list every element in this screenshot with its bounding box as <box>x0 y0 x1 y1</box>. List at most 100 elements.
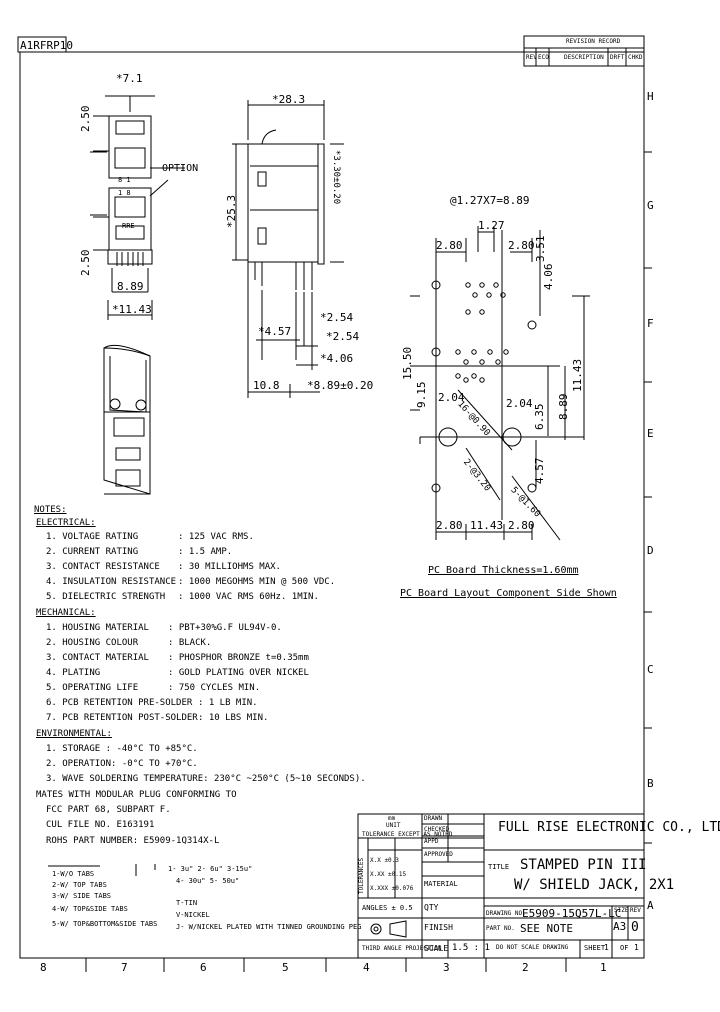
note-line: 3. CONTACT RESISTANCE <box>46 562 160 572</box>
doc-id: A1RFRP10 <box>20 39 73 52</box>
pn-gold: 4- 30u" 5- 50u" <box>176 877 240 885</box>
title-block <box>357 813 645 959</box>
rev-col-rev: REV <box>526 54 537 61</box>
note-cul: CUL FILE NO. E163191 <box>46 820 155 830</box>
note-value: : BLACK. <box>168 638 212 648</box>
dim-8.89: 8.89 <box>557 393 570 421</box>
tb-material-label: MATERIAL <box>424 880 458 888</box>
zone-letter: F <box>647 317 654 330</box>
tb-unless-note: TOLERANCE EXCEPT AS NOTED <box>362 831 453 838</box>
note-line: 4. INSULATION RESISTANCE <box>46 577 177 587</box>
tb-unit-sub: UNIT <box>386 822 401 829</box>
note-fcc: FCC PART 68, SUBPART F. <box>46 805 171 815</box>
dim-1.27: 1.27 <box>478 219 505 232</box>
note-line: 2. CURRENT RATING <box>46 547 139 557</box>
caption-board-layout: PC Board Layout Component Side Shown <box>400 588 617 599</box>
dim-holes: @1.27X7=8.89 <box>450 194 530 207</box>
dim-11.43-v: 11.43 <box>571 358 584 392</box>
tb-third-angle: THIRD ANGLE PROJECTION <box>362 945 442 952</box>
pn-opt: 5-W/ TOP&BOTTOM&SIDE TABS <box>52 920 158 928</box>
dim-6.35: 6.35 <box>533 403 546 431</box>
note-value: : 1000 VAC RMS 60Hz. 1MIN. <box>178 592 319 602</box>
dim-4.06: 4.06 <box>542 263 555 291</box>
zone-letter: D <box>647 544 654 557</box>
doc-id-box <box>17 36 67 53</box>
notes-electrical-heading: ELECTRICAL: <box>36 518 96 528</box>
tb-size: A3 <box>613 920 627 933</box>
tb-sign: APPROVED <box>424 851 453 858</box>
pn-opt: 2-W/ TOP TABS <box>52 881 107 889</box>
note-line: 1. HOUSING MATERIAL <box>46 623 149 633</box>
tb-scale: 1.5 : 1 <box>452 943 490 953</box>
note-value: : 30 MILLIOHMS MAX. <box>178 562 281 572</box>
dim-front-lower: 2.50 <box>79 249 92 277</box>
tb-title-2: W/ SHIELD JACK, 2X1 <box>514 877 675 893</box>
tb-drawing-no: E5909-15Q57L-LC <box>522 907 622 920</box>
note-rohs: ROHS PART NUMBER: E5909-1Q314X-L <box>46 836 220 846</box>
zone-letter: G <box>647 199 654 212</box>
pn-plating: V-NICKEL <box>176 911 210 919</box>
tb-finish-label: FINISH <box>424 923 453 932</box>
zone-number: 3 <box>443 961 450 974</box>
dim-side-f: *8.89±0.20 <box>307 379 374 392</box>
tb-tol: X.XX ±0.15 <box>370 871 407 878</box>
dim-9.15: 9.15 <box>415 381 428 409</box>
note-value: : 1.5 AMP. <box>178 547 233 557</box>
note-line: 6. PCB RETENTION PRE-SOLDER <box>46 698 193 708</box>
zone-number: 1 <box>600 961 607 974</box>
tb-sign: CHECKED <box>424 826 450 833</box>
zone-number: 5 <box>282 961 289 974</box>
zone-number: 7 <box>121 961 128 974</box>
pn-opt: 4-W/ TOP&SIDE TABS <box>52 905 128 913</box>
tb-tol: X.X ±0.3 <box>370 857 399 864</box>
note-line: 1. STORAGE : -40°C TO +85°C. <box>46 744 198 754</box>
tb-part-no: SEE NOTE <box>520 922 573 935</box>
pn-plating: J- W/NICKEL PLATED WITH TINNED GROUNDING… <box>176 923 362 931</box>
tb-rev-label: REV <box>630 907 641 914</box>
dim-front-width: 8.89 <box>117 280 144 293</box>
note-line: 3. WAVE SOLDERING TEMPERATURE: 230°C ~25… <box>46 774 366 784</box>
dim-bottom-2.80-left: 2.80 <box>436 519 463 532</box>
tb-qty-label: QTY <box>424 903 439 912</box>
note-line: 2. OPERATION: -0°C TO +70°C. <box>46 759 198 769</box>
dim-side-b: *2.54 <box>320 311 354 324</box>
dim-2.80-left: 2.80 <box>436 239 463 252</box>
tb-title-1: STAMPED PIN III <box>520 857 647 873</box>
tb-angles: ANGLES ± 0.5 <box>362 904 413 912</box>
notes-mechanical-heading: MECHANICAL: <box>36 608 96 618</box>
note-line: 2. HOUSING COLOUR <box>46 638 139 648</box>
label-option: OPTION <box>162 163 199 174</box>
zone-letter: H <box>647 90 654 103</box>
note-value: : PBT+30%G.F UL94V-0. <box>168 623 282 633</box>
note-line: 1. VOLTAGE RATING <box>46 532 139 542</box>
dim-2.80-right: 2.80 <box>508 239 535 252</box>
dim-front-upper: 2.50 <box>79 105 92 133</box>
pin-labels-lower: 1 8 <box>118 189 131 197</box>
tb-of: 1 <box>634 943 639 952</box>
tb-sign: APPD <box>424 838 439 845</box>
dim-side-e: 10.8 <box>253 379 280 392</box>
label-rre: RRE <box>122 222 135 230</box>
note-value: : PHOSPHOR BRONZE t=0.35mm <box>168 653 309 663</box>
zone-number: 2 <box>522 961 529 974</box>
dim-side-c: *2.54 <box>326 330 360 343</box>
zone-number: 4 <box>363 961 370 974</box>
dim-front-overall: *11.43 <box>112 303 152 316</box>
tb-tolerances-label: TOLERANCES <box>358 857 365 894</box>
tb-sign: DRAWN <box>424 815 443 822</box>
zone-number: 6 <box>200 961 207 974</box>
zone-letter: E <box>647 427 654 440</box>
notes-title: NOTES: <box>34 505 67 515</box>
rev-col-chkd: CHKD <box>628 54 643 61</box>
tb-rev: 0 <box>631 920 639 935</box>
rev-col-description: DESCRIPTION <box>564 54 604 61</box>
note-line: 3. CONTACT MATERIAL <box>46 653 149 663</box>
zone-letter: B <box>647 777 654 790</box>
dim-side-top: *28.3 <box>272 93 306 106</box>
tb-dont-scale: DO NOT SCALE DRAWING <box>496 944 569 951</box>
rev-col-drft: DRFT <box>610 54 625 61</box>
caption-board-thickness: PC Board Thickness=1.60mm <box>428 565 579 576</box>
note-value: : 125 VAC RMS. <box>178 532 254 542</box>
tb-sheet: 1 <box>604 943 609 952</box>
